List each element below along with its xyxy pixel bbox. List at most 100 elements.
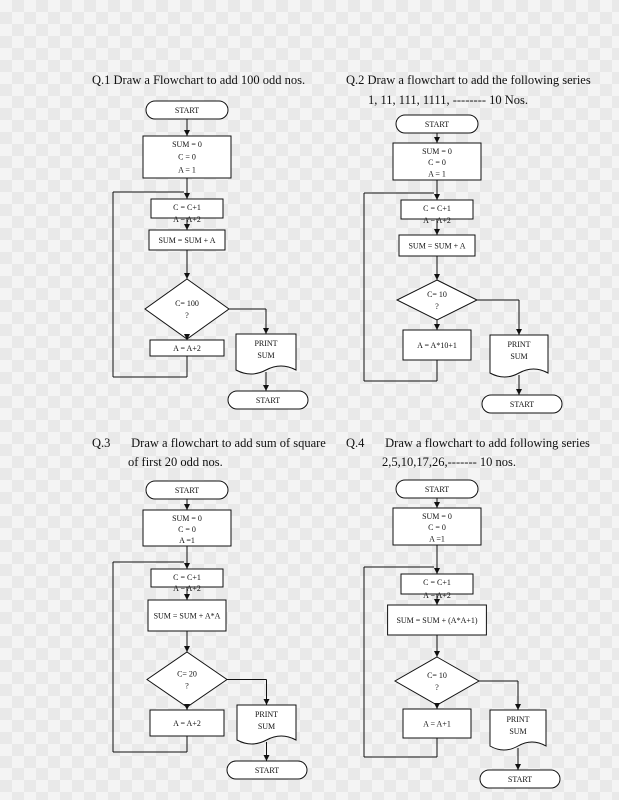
sum-label: SUM = SUM + (A*A+1) — [396, 616, 477, 625]
arrowhead — [184, 273, 190, 279]
arrowhead — [434, 651, 440, 657]
arrowhead — [434, 194, 440, 200]
arrowhead — [434, 703, 440, 709]
step-box — [149, 709, 225, 737]
init-box — [142, 509, 232, 547]
end-label: START — [256, 396, 280, 405]
print-document — [489, 334, 549, 378]
arrowhead — [434, 229, 440, 235]
question-4: Q.4 Draw a flowchart to add following se… — [346, 436, 590, 451]
init-line-2: C = 0 — [178, 153, 196, 162]
init-line-1: SUM = 0 — [172, 140, 202, 149]
arrowhead — [184, 646, 190, 652]
decision-label: C= 10 — [427, 671, 447, 680]
print-label-1: PRINT — [506, 715, 529, 724]
arrowhead — [184, 130, 190, 136]
end-terminator — [479, 769, 561, 789]
print-label-2: SUM — [258, 722, 275, 731]
decision-question: ? — [185, 311, 189, 320]
init-box — [392, 507, 482, 546]
decision-diamond — [146, 651, 228, 708]
start-label: START — [425, 120, 449, 129]
init-line-3: A =1 — [429, 534, 445, 543]
update-line-1: C = C+1 — [173, 573, 201, 582]
arrowhead — [516, 389, 522, 395]
step-label: A = A+1 — [423, 720, 451, 729]
step-label: A = A+2 — [173, 719, 201, 728]
arrowhead — [434, 568, 440, 574]
question-1-text: Draw a Flowchart to add 100 odd nos. — [113, 73, 306, 87]
decision-diamond — [144, 278, 230, 340]
print-label-1: PRINT — [254, 339, 277, 348]
init-line-2: C = 0 — [428, 523, 446, 532]
init-line-3: A = 1 — [178, 165, 196, 174]
question-3: Q.3 Draw a flowchart to add sum of squar… — [92, 436, 326, 451]
print-label-2: SUM — [510, 352, 527, 361]
start-label: START — [425, 485, 449, 494]
update-line-1: C = C+1 — [423, 578, 451, 587]
sum-box — [387, 604, 487, 636]
start-label: START — [175, 106, 199, 115]
end-label: START — [255, 766, 279, 775]
init-line-1: SUM = 0 — [422, 512, 452, 521]
arrowhead — [263, 699, 270, 705]
arrowhead — [434, 599, 440, 605]
init-line-2: C = 0 — [178, 525, 196, 534]
end-label: START — [508, 775, 532, 784]
step-box — [402, 329, 472, 361]
init-line-3: A =1 — [179, 536, 195, 545]
init-line-3: A = 1 — [428, 169, 446, 178]
step-label: A = A+2 — [173, 344, 201, 353]
init-box — [392, 142, 482, 181]
update-line-1: C = C+1 — [173, 203, 201, 212]
print-label-1: PRINT — [255, 710, 278, 719]
start-label: START — [175, 486, 199, 495]
question-2-text: Draw a flowchart to add the following se… — [367, 73, 591, 87]
question-3-text: Draw a flowchart to add sum of square — [131, 436, 326, 450]
print-document — [235, 333, 297, 375]
arrowhead — [184, 704, 190, 710]
init-line-2: C = 0 — [428, 158, 446, 167]
decision-diamond — [395, 279, 479, 321]
sum-label: SUM = SUM + A — [158, 236, 215, 245]
decision-label: C= 10 — [427, 290, 447, 299]
arrowhead — [434, 324, 440, 330]
question-3-line2: of first 20 odd nos. — [128, 455, 223, 469]
decision-label: C= 100 — [175, 299, 199, 308]
question-4-label: Q.4 — [346, 436, 365, 450]
sum-box — [147, 599, 227, 632]
arrowhead — [434, 274, 440, 280]
question-2: Q.2 Draw a flowchart to add the followin… — [346, 73, 591, 88]
init-line-1: SUM = 0 — [172, 514, 202, 523]
arrowhead — [184, 504, 190, 510]
question-1: Q.1 Draw a Flowchart to add 100 odd nos. — [92, 73, 305, 88]
sum-label: SUM = SUM + A — [408, 242, 465, 251]
arrowhead — [434, 137, 440, 143]
decision-question: ? — [185, 682, 189, 691]
arrowhead — [184, 334, 190, 340]
decision-question: ? — [435, 302, 439, 311]
print-document — [489, 709, 547, 751]
end-terminator — [226, 760, 308, 780]
decision-diamond — [393, 656, 481, 706]
question-1-label: Q.1 — [92, 73, 111, 87]
flowchart-1: START SUM = 0 C = 0 A = 1 C = C+1 A = A+2 SUM … — [112, 100, 309, 410]
update-line-1: C = C+1 — [423, 204, 451, 213]
arrowhead — [515, 764, 521, 770]
init-line-1: SUM = 0 — [422, 147, 452, 156]
end-label: START — [510, 400, 534, 409]
print-document — [236, 704, 297, 745]
decision-question: ? — [435, 683, 439, 692]
question-3-label: Q.3 — [92, 436, 111, 450]
arrowhead — [184, 563, 190, 569]
print-label-2: SUM — [509, 727, 526, 736]
arrowhead — [184, 224, 190, 230]
end-terminator — [227, 390, 309, 410]
question-2-label: Q.2 — [346, 73, 365, 87]
print-label-2: SUM — [257, 351, 274, 360]
decision-label: C= 20 — [177, 670, 197, 679]
